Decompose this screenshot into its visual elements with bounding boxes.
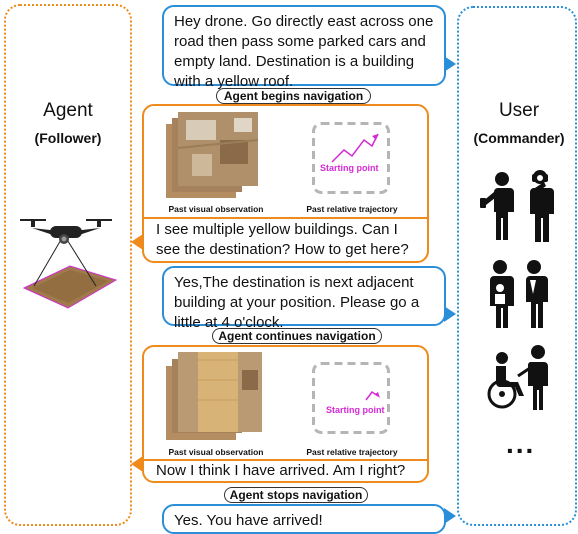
agent-message-2: Now I think I have arrived. Am I right? <box>156 462 406 479</box>
trajectory-box-2 <box>312 362 390 434</box>
stage-continues-label: Agent continues navigation <box>212 328 382 344</box>
person-phone-icon <box>480 172 514 240</box>
user-panel <box>457 6 577 526</box>
aerial-image-stack-2 <box>166 352 262 440</box>
drone-icon <box>20 219 118 309</box>
agent-message-1: I see multiple yellow buildings. Can I s… <box>156 221 409 258</box>
caption-trajectory-2: Past relative trajectory <box>306 447 398 457</box>
user-message-1: Hey drone. Go directly east across one r… <box>162 5 446 90</box>
agent-pointer-1 <box>131 234 143 250</box>
more-users-ellipsis: ... <box>506 428 536 459</box>
aerial-image-stack-1 <box>166 112 259 198</box>
user-pointer-1 <box>444 56 456 72</box>
wheelchair-icon <box>487 345 548 410</box>
caption-visual-2: Past visual observation <box>168 447 264 457</box>
user-subtitle: (Commander) <box>473 130 565 146</box>
user-pointer-2 <box>444 306 456 322</box>
agent-panel <box>4 4 132 526</box>
trajectory-box-1 <box>312 122 390 194</box>
person-camera-icon <box>530 170 554 242</box>
agent-divider-1 <box>144 217 427 219</box>
user-message-2: Yes,The destination is next adjacent bui… <box>162 266 446 331</box>
stage-begins-label: Agent begins navigation <box>216 88 371 104</box>
parent-child-icon <box>490 260 548 328</box>
agent-title: Agent <box>43 100 93 121</box>
agent-subtitle: (Follower) <box>34 130 102 146</box>
starting-point-label-2: Starting point <box>326 405 385 415</box>
user-title: User <box>498 100 540 121</box>
agent-divider-2 <box>144 459 427 461</box>
user-pointer-3 <box>444 508 456 524</box>
user-message-3: Yes. You have arrived! <box>162 504 446 534</box>
caption-trajectory-1: Past relative trajectory <box>306 204 398 214</box>
stage-stops-label: Agent stops navigation <box>224 487 368 503</box>
caption-visual-1: Past visual observation <box>168 204 264 214</box>
starting-point-label-1: Starting point <box>320 163 379 173</box>
agent-pointer-2 <box>131 456 143 472</box>
